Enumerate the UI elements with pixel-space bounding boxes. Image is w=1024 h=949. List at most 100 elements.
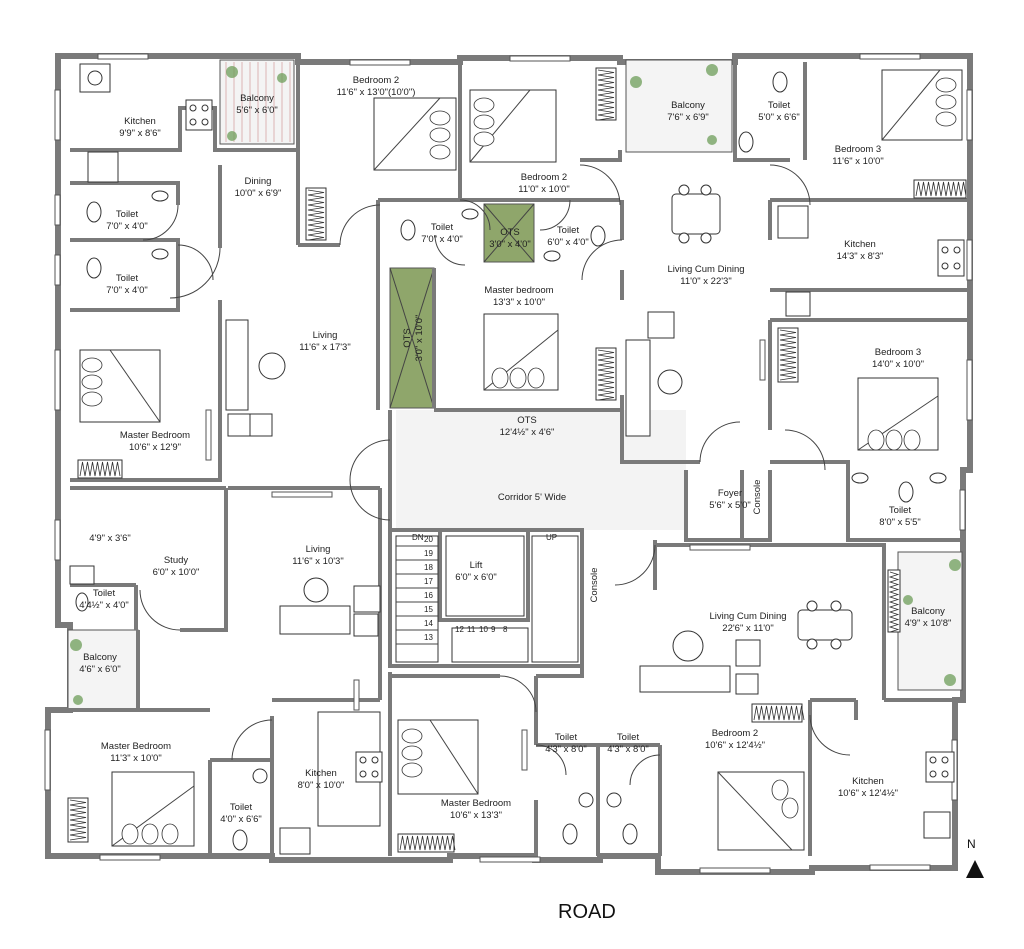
room-name: Study <box>164 555 189 566</box>
room-dimension: 14'3" x 8'3" <box>837 251 884 262</box>
room-dimension: 14'0" x 10'0" <box>872 359 924 370</box>
room-corridor: Corridor 5' Wide <box>498 492 566 503</box>
stair-step-number: 16 <box>424 591 433 600</box>
stair-step-number: 17 <box>424 577 433 586</box>
room-dimension: 4'4½" x 4'0" <box>79 600 128 611</box>
room-dimension: 5'0" x 6'6" <box>758 112 800 123</box>
room-name: Kitchen <box>852 776 884 787</box>
room-name: Balcony <box>671 100 705 111</box>
room-study-nook: 4'9" x 3'6" <box>89 533 131 544</box>
room-name: Living <box>313 330 338 341</box>
room-name: Toilet <box>230 802 253 813</box>
room-name: Balcony <box>911 606 945 617</box>
room-name: Master Bedroom <box>441 798 511 809</box>
room-name: Kitchen <box>124 116 156 127</box>
room-name: Kitchen <box>305 768 337 779</box>
stair-step-number: 8 <box>503 625 508 634</box>
room-name: Console <box>589 568 600 603</box>
room-name: OTS <box>517 415 537 426</box>
bed-bedroom2-nc-icon <box>469 89 557 163</box>
room-bedroom2-n: Bedroom 211'6" x 13'0"(10'0") <box>337 75 416 98</box>
room-dimension: 10'0" x 6'9" <box>235 188 282 199</box>
room-name: Master Bedroom <box>101 741 171 752</box>
room-dimension: 4'9" x 10'8" <box>905 618 952 629</box>
room-name: Bedroom 2 <box>712 728 758 739</box>
room-dimension: 4'0" x 6'6" <box>220 814 262 825</box>
room-name: Bedroom 3 <box>835 144 881 155</box>
room-name: Toilet <box>431 222 454 233</box>
room-name: Lift <box>470 560 483 571</box>
wardrobe-icon <box>67 797 89 843</box>
room-name: Toilet <box>116 209 139 220</box>
room-name: Living Cum Dining <box>709 611 786 622</box>
room-name: Bedroom 2 <box>521 172 567 183</box>
stair-dn-label: DN <box>412 533 424 542</box>
room-name: Toilet <box>555 732 578 743</box>
room-dimension: 5'6" x 5'0" <box>709 500 751 511</box>
room-name: Living Cum Dining <box>667 264 744 275</box>
room-dimension: 3'0" x 4'0" <box>489 239 531 250</box>
room-dimension: 11'6" x 10'0" <box>832 156 883 167</box>
room-dimension: 9'9" x 8'6" <box>119 128 161 139</box>
room-bedroom2-se: Bedroom 210'6" x 12'4½" <box>705 728 765 751</box>
room-bedroom2-nc: Bedroom 211'0" x 10'0" <box>518 172 569 195</box>
stair-step-number: 11 <box>467 625 476 634</box>
room-dimension: 4'3" x 8'0" <box>545 744 587 755</box>
lift-car <box>445 535 525 617</box>
room-dimension: 6'0" x 6'0" <box>455 572 497 583</box>
windows <box>44 53 973 874</box>
room-dimension: 8'0" x 5'5" <box>879 517 921 528</box>
room-name: Toilet <box>617 732 640 743</box>
room-name: Living <box>306 544 331 555</box>
room-name: Master bedroom <box>484 285 553 296</box>
room-name: Toilet <box>889 505 912 516</box>
room-name: Corridor 5' Wide <box>498 492 566 503</box>
road-label: ROAD <box>558 901 616 923</box>
beds <box>79 69 963 851</box>
living-furniture <box>69 184 853 695</box>
room-name: Console <box>752 480 763 515</box>
room-name: Balcony <box>83 652 117 663</box>
room-dimension: 10'6" x 12'4½" <box>705 740 765 751</box>
room-dimension: 7'0" x 4'0" <box>106 221 148 232</box>
stair-step-number: 19 <box>424 549 433 558</box>
room-dimension: 4'6" x 6'0" <box>79 664 121 675</box>
toilet-fixtures <box>75 71 947 851</box>
north-arrow-icon <box>966 860 984 878</box>
room-dimension: 13'3" x 10'0" <box>493 297 545 308</box>
room-name: Toilet <box>93 588 116 599</box>
room-name: Balcony <box>240 93 274 104</box>
room-dimension: 10'6" x 12'4½" <box>838 788 898 799</box>
stair-step-number: 9 <box>491 625 496 634</box>
balcony-nw-area <box>219 59 295 145</box>
room-dimension: 4'9" x 3'6" <box>89 533 131 544</box>
room-dimension: 11'6" x 13'0"(10'0") <box>337 87 416 98</box>
north-label: N <box>967 837 976 851</box>
stair-step-number: 15 <box>424 605 433 614</box>
room-dimension: 11'6" x 10'3" <box>292 556 343 567</box>
